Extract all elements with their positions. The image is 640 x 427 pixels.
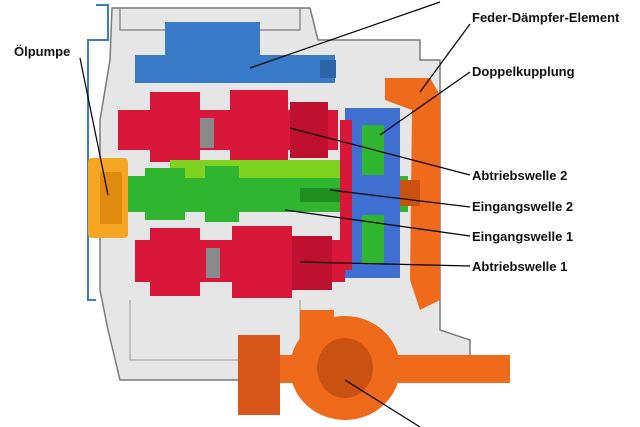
leader-lines (79, 1, 471, 427)
input-shaft-gear-a (145, 168, 185, 220)
output-shaft-2-gear-a (150, 92, 200, 162)
label-output-shaft-1: Abtriebswelle 1 (472, 259, 568, 274)
differential (238, 310, 510, 420)
clutch-pack-2 (362, 215, 384, 263)
output-shaft-2-gear-b (230, 90, 288, 162)
leader-reverse (249, 1, 441, 69)
output-shaft-1-synchro (206, 248, 220, 278)
leader-input-shaft-1 (284, 209, 471, 237)
leader-input-shaft-2 (329, 189, 471, 208)
output-shaft-1-gear-b (232, 226, 292, 298)
leader-differential (344, 379, 421, 427)
reverse-shaft-body (135, 55, 335, 83)
reverse-shaft (135, 22, 336, 83)
oil-pump-rotor (100, 172, 122, 224)
label-output-shaft-2: Abtriebswelle 2 (472, 168, 568, 183)
leader-oil-pump (79, 57, 109, 196)
leader-output-shaft-1 (299, 261, 471, 267)
differential-crown (317, 338, 373, 398)
label-dual-clutch: Doppelkupplung (472, 64, 575, 79)
label-spring-damper: Feder-Dämpfer-Element (472, 10, 620, 25)
differential-pinion (300, 310, 334, 346)
leader-dual-clutch (379, 71, 471, 136)
label-input-shaft-2: Eingangswelle 2 (472, 199, 574, 214)
housing-left-bell (87, 4, 109, 301)
oil-pump (88, 158, 128, 238)
dual-clutch (340, 108, 400, 278)
leader-output-shaft-2 (289, 127, 471, 176)
label-input-shaft-1: Eingangswelle 1 (472, 229, 574, 244)
output-shaft-2-synchro (200, 118, 214, 148)
reverse-gear (165, 22, 260, 56)
label-oil-pump: Ölpumpe (14, 44, 71, 59)
clutch-drum (340, 120, 352, 270)
differential-left-flange (238, 335, 280, 415)
output-shaft-1-gear-a (150, 228, 200, 296)
reverse-shaft-end (320, 60, 336, 78)
spring-damper-hub (400, 180, 420, 206)
leader-spring-damper (419, 23, 471, 93)
output-shaft-1 (135, 226, 345, 298)
input-shaft-gear-b (205, 166, 239, 222)
